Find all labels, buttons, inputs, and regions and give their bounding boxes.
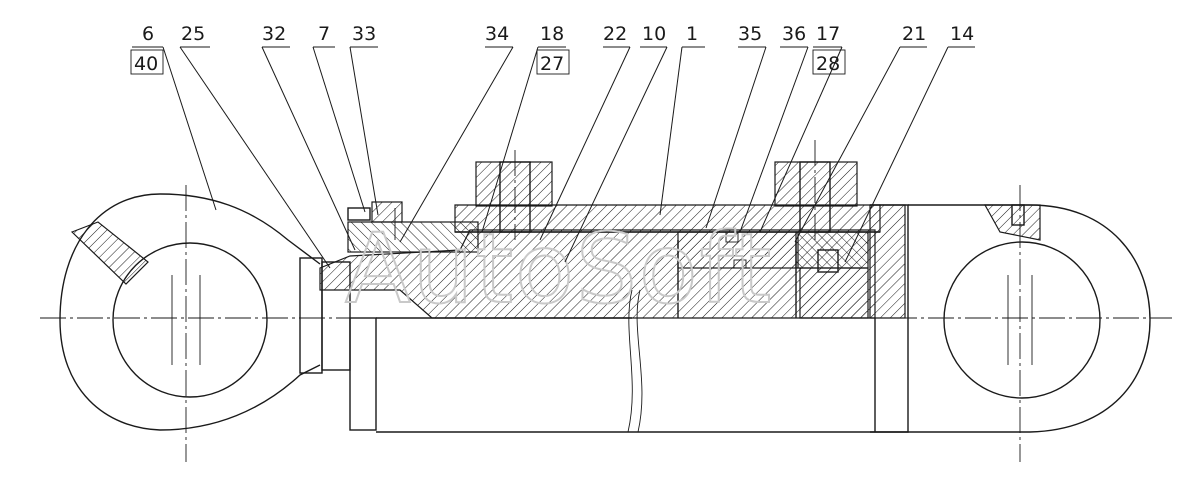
callout-label-40: 40 bbox=[134, 53, 158, 75]
left-rod-eye bbox=[59, 185, 321, 462]
callout-label-14: 14 bbox=[950, 23, 974, 45]
callout-28: 28 bbox=[812, 49, 846, 75]
right-end-cap bbox=[869, 185, 1151, 462]
callout-label-25: 25 bbox=[181, 23, 205, 45]
callout-1: 1 bbox=[659, 23, 705, 216]
port-block-left bbox=[475, 150, 553, 240]
callout-label-27: 27 bbox=[540, 53, 564, 75]
callout-label-33: 33 bbox=[352, 23, 376, 45]
callout-32: 32 bbox=[261, 23, 356, 251]
callout-label-28: 28 bbox=[816, 53, 840, 75]
callout-21: 21 bbox=[794, 23, 927, 243]
callout-34: 34 bbox=[399, 23, 514, 243]
callout-17: 17 bbox=[759, 23, 843, 233]
callout-22: 22 bbox=[539, 23, 631, 241]
callout-label-36: 36 bbox=[782, 23, 806, 45]
port-block-right bbox=[774, 140, 858, 240]
callout-35: 35 bbox=[705, 23, 767, 229]
callout-label-10: 10 bbox=[642, 23, 666, 45]
callout-label-1: 1 bbox=[686, 23, 698, 45]
callout-label-6: 6 bbox=[142, 23, 154, 45]
callout-6: 6 bbox=[132, 23, 217, 211]
callout-10: 10 bbox=[564, 23, 668, 263]
callout-label-21: 21 bbox=[902, 23, 926, 45]
callout-label-34: 34 bbox=[485, 23, 509, 45]
callouts: 6 40 25 32 7 33 34 bbox=[130, 23, 975, 269]
callout-7: 7 bbox=[312, 23, 366, 213]
watermark: AutoSoft bbox=[345, 213, 773, 325]
callout-label-22: 22 bbox=[603, 23, 627, 45]
callout-label-18: 18 bbox=[540, 23, 564, 45]
callout-label-7: 7 bbox=[318, 23, 330, 45]
callout-33: 33 bbox=[349, 23, 379, 216]
callout-25: 25 bbox=[179, 23, 331, 269]
callout-14: 14 bbox=[844, 23, 975, 263]
callout-label-35: 35 bbox=[738, 23, 762, 45]
callout-27: 27 bbox=[536, 49, 570, 75]
callout-18: 18 bbox=[481, 23, 566, 233]
callout-40: 40 bbox=[130, 49, 164, 75]
callout-36: 36 bbox=[739, 23, 809, 233]
callout-label-17: 17 bbox=[816, 23, 840, 45]
callout-label-32: 32 bbox=[262, 23, 286, 45]
